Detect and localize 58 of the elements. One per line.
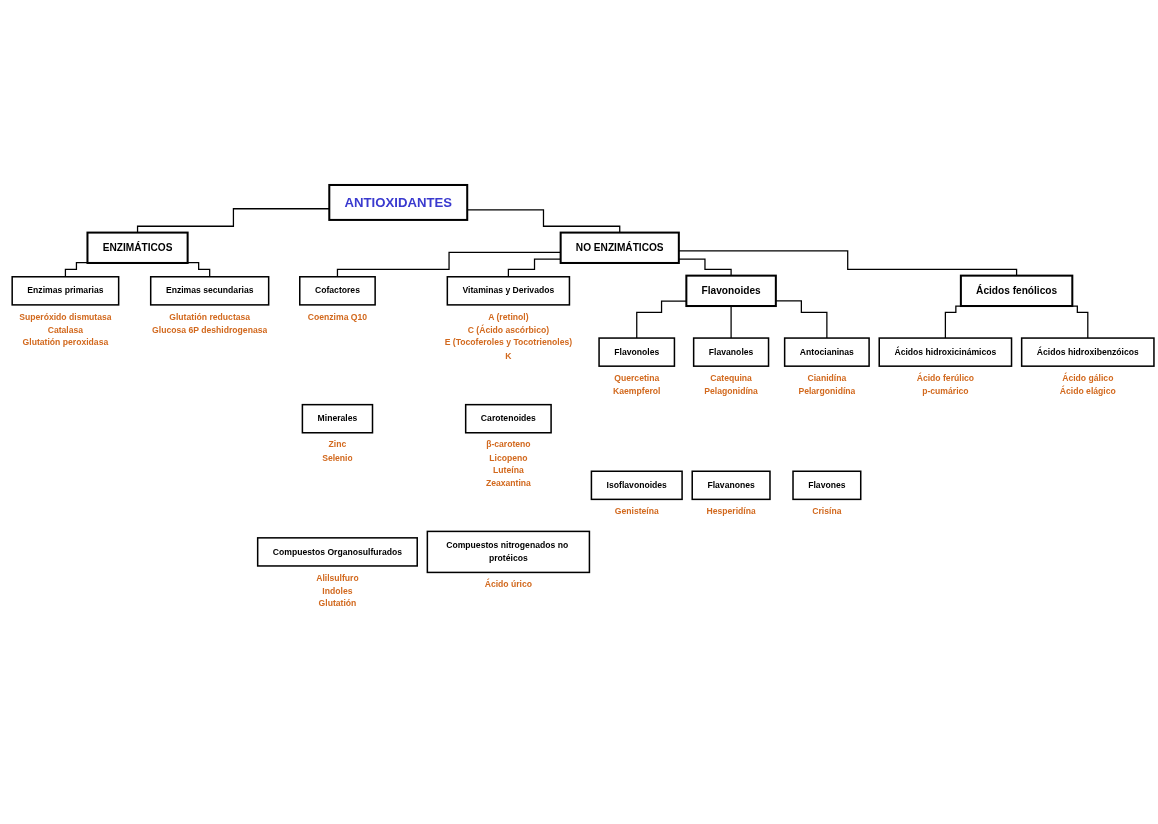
node-label: Zeaxantina xyxy=(485,478,531,489)
connector xyxy=(775,300,828,339)
node-box: Compuestos nitrogenados no protéicos xyxy=(426,530,591,574)
node-box: Minerales xyxy=(301,403,374,434)
node-label: A (retinol) xyxy=(488,311,529,322)
node-label: Glucosa 6P deshidrogenasa xyxy=(152,324,268,335)
node-box: Flavonoides xyxy=(685,274,777,308)
node-label: Genisteína xyxy=(614,506,659,517)
node-label: C (Ácido ascórbico) xyxy=(467,324,550,335)
node-label: Cianidína xyxy=(807,373,847,383)
node-box: Flavonoles xyxy=(598,337,676,367)
node-label: β-caroteno xyxy=(486,439,531,450)
node-box: Vitaminas y Derivados xyxy=(446,276,571,306)
node-label: Luteína xyxy=(493,465,524,476)
node-box: ANTIOXIDANTES xyxy=(328,183,469,221)
node-label: Kaempferol xyxy=(613,386,661,396)
node-label: E (Tocoferoles y Tocotrienoles) xyxy=(444,337,573,348)
node-box: Flavanoles xyxy=(692,337,770,367)
node-label: Pelagonidína xyxy=(704,386,758,396)
node-box: Flavanones xyxy=(691,470,771,501)
node-label: Pelargonidína xyxy=(798,386,856,396)
node-box: Isoflavonoides xyxy=(590,470,683,501)
node-label: Indoles xyxy=(322,585,353,596)
connector xyxy=(64,262,89,278)
node-label: Ácido ferúlico xyxy=(916,373,975,383)
node-label: Alilsulfuro xyxy=(316,573,359,583)
node-label: Selenio xyxy=(322,452,353,463)
node-label: Hesperidína xyxy=(706,506,756,517)
node-box: Antocianinas xyxy=(783,337,870,367)
node-label: Superóxido dismutasa xyxy=(19,311,112,322)
node-label: Ácido elágico xyxy=(1059,386,1116,396)
node-box: Ácidos fenólicos xyxy=(959,274,1074,308)
node-box: Cofactores xyxy=(299,276,376,306)
node-label: Licopeno xyxy=(489,452,528,463)
connector xyxy=(636,300,687,339)
node-label: Glutatión reductasa xyxy=(169,311,251,322)
node-box: Flavones xyxy=(792,470,862,501)
node-box: ENZIMÁTICOS xyxy=(86,231,189,264)
node-box: Ácidos hidroxibenzóicos xyxy=(1020,337,1155,367)
connector xyxy=(187,262,211,278)
node-label: Glutatión peroxidasa xyxy=(22,337,109,348)
node-label: p-cumárico xyxy=(922,386,969,396)
node-label: K xyxy=(505,350,512,361)
node-box: Enzimas secundarias xyxy=(149,276,270,306)
node-label: Quercetina xyxy=(614,373,660,383)
node-box: Carotenoides xyxy=(464,403,552,434)
node-box: Compuestos Organosulfurados xyxy=(256,537,418,567)
node-box: NO ENZIMÁTICOS xyxy=(559,231,680,264)
node-box: Enzimas primarias xyxy=(11,276,120,306)
node-label: Glutatión xyxy=(318,598,357,609)
node-label: Catalasa xyxy=(47,324,84,335)
node-label: Catequina xyxy=(710,373,752,383)
node-box: Ácidos hidroxicinámicos xyxy=(878,337,1013,367)
node-label: Ácido gálico xyxy=(1062,373,1114,383)
node-label: Zinc xyxy=(328,439,347,450)
node-label: Crisína xyxy=(812,506,842,517)
node-label: Ácido úrico xyxy=(484,579,533,590)
node-label: Coenzima Q10 xyxy=(307,311,368,322)
